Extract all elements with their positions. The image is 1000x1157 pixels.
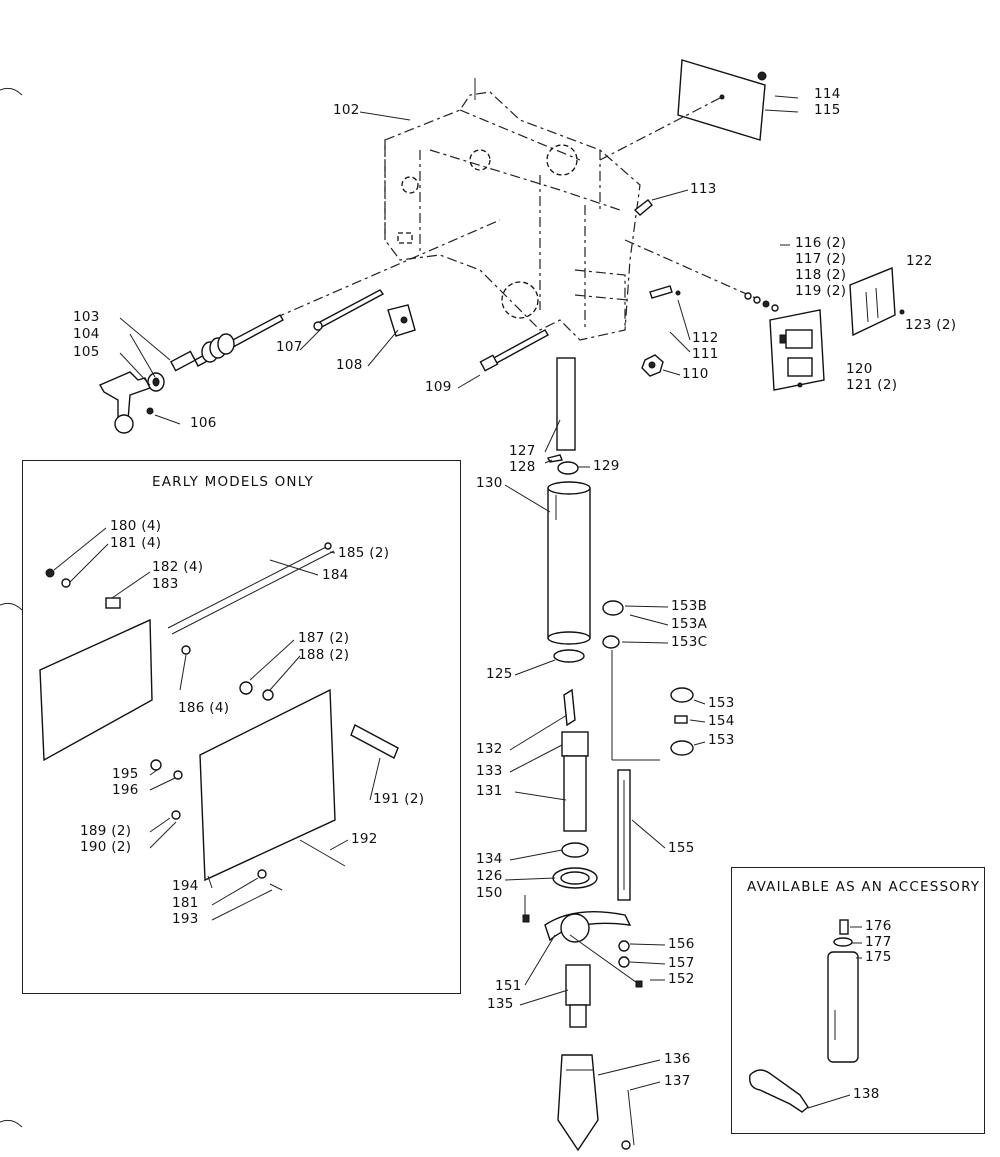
callout-label: 196 [112,782,139,798]
callout-label: 154 [708,713,735,729]
callout-label: 132 [476,741,503,757]
callout-label: 112 [692,330,719,346]
accessory-parts [749,919,859,1113]
callout-label: 187 (2) [298,630,350,646]
callout-label: 109 [425,379,452,395]
callout-label: 104 [73,326,100,342]
plate-115 [599,59,767,161]
callout-label: 183 [152,576,179,592]
callout-label: 181 (4) [110,535,162,551]
callout-label: 186 (4) [178,700,230,716]
callout-label: 194 [172,878,199,894]
callout-label: 185 (2) [338,545,390,561]
callout-label: 121 (2) [846,377,898,393]
callout-label: 103 [73,309,100,325]
callout-label: 115 [814,102,841,118]
guard-assembly [39,542,399,891]
callout-label: 117 (2) [795,251,847,267]
callout-label: 130 [476,475,503,491]
callout-label: 150 [476,885,503,901]
head-casting [384,78,641,341]
callout-label: 123 (2) [905,317,957,333]
callout-label: 152 [668,971,695,987]
callout-label: 195 [112,766,139,782]
callout-label: 114 [814,86,841,102]
callout-label: 182 (4) [152,559,204,575]
callout-label: 106 [190,415,217,431]
rack-and-collars [602,600,694,968]
callout-label: 136 [664,1051,691,1067]
callout-label: 127 [509,443,536,459]
callout-label: 128 [509,459,536,475]
callout-label: 153 [708,732,735,748]
callout-label: 108 [336,357,363,373]
callout-label: 153B [671,598,708,614]
callout-label: 184 [322,567,349,583]
accessory-box [731,867,985,1134]
early-models-box [22,460,461,994]
callout-label: 107 [276,339,303,355]
callout-label: 175 [865,949,892,965]
callout-label: 151 [495,978,522,994]
callout-label: 118 (2) [795,267,847,283]
callout-label: 138 [853,1086,880,1102]
callout-label: 110 [682,366,709,382]
callout-label: 176 [865,918,892,934]
callout-label: 129 [593,458,620,474]
callout-label: 122 [906,253,933,269]
callout-label: 135 [487,996,514,1012]
callout-label: 153 [708,695,735,711]
switch-assembly [624,239,825,391]
callout-label: 125 [486,666,513,682]
accessory-title: AVAILABLE AS AN ACCESSORY [747,879,981,895]
callout-label: 131 [476,783,503,799]
callout-label: 192 [351,831,378,847]
callout-label: 193 [172,911,199,927]
feed-shaft-assembly [99,219,501,434]
callout-label: 113 [690,181,717,197]
callout-label: 190 (2) [80,839,132,855]
callout-label: 153A [671,616,708,632]
callout-label: 134 [476,851,503,867]
callout-label: 181 [172,895,199,911]
callout-label: 157 [668,955,695,971]
callout-label: 105 [73,344,100,360]
callout-label: 191 (2) [373,791,425,807]
callout-label: 116 (2) [795,235,847,251]
leader-lines [53,95,862,1109]
quill-assembly [522,357,643,1152]
callout-label: 119 (2) [795,283,847,299]
callout-label: 177 [865,934,892,950]
callout-label: 189 (2) [80,823,132,839]
callout-label: 156 [668,936,695,952]
callout-label: 180 (4) [110,518,162,534]
callout-label: 102 [333,102,360,118]
callout-label: 137 [664,1073,691,1089]
callout-label: 111 [692,346,719,362]
callout-label: 126 [476,868,503,884]
callout-label: 155 [668,840,695,856]
callout-label: 133 [476,763,503,779]
early-models-title: EARLY MODELS ONLY [152,474,315,490]
callout-label: 153C [671,634,708,650]
callout-label: 120 [846,361,873,377]
callout-label: 188 (2) [298,647,350,663]
